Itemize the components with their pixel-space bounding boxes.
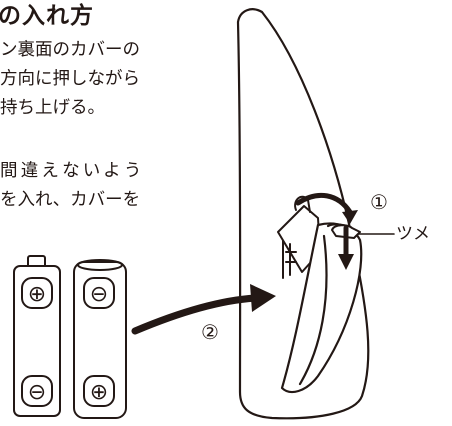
step1-line-2: 方向に押しながら: [0, 69, 140, 89]
step2-marker: ②: [201, 320, 219, 344]
step1-line-1: ン裏面のカバーの: [0, 40, 140, 60]
step2-line-2: を入れ、カバーを: [0, 190, 141, 210]
battery-left-top-symbol: ⊕: [28, 282, 46, 307]
arrow-head-icon: [250, 284, 276, 312]
battery-right: [73, 259, 127, 419]
step2-instructions: 間違えないよう を入れ、カバーを: [0, 157, 145, 215]
step2-arrow: [131, 284, 276, 335]
step1-line-3: 持ち上げる。: [0, 98, 105, 118]
tab-label: ツメ: [396, 224, 430, 244]
battery-left: [13, 255, 61, 417]
battery-right-bottom-symbol: ⊕: [90, 380, 108, 405]
section-heading: の入れ方: [0, 3, 94, 29]
step1-marker: ①: [370, 190, 388, 214]
step1-arrows: [295, 192, 358, 270]
arrow-head-icon: [342, 210, 358, 224]
step2-line-1: 間違えないよう: [0, 161, 145, 181]
cover-tab: [331, 224, 395, 239]
battery-right-top-symbol: ⊖: [90, 282, 108, 307]
battery-left-bottom-symbol: ⊖: [28, 380, 46, 405]
step1-instructions: ン裏面のカバーの 方向に押しながら 持ち上げる。: [0, 36, 140, 123]
arrow-head-icon: [338, 254, 354, 270]
